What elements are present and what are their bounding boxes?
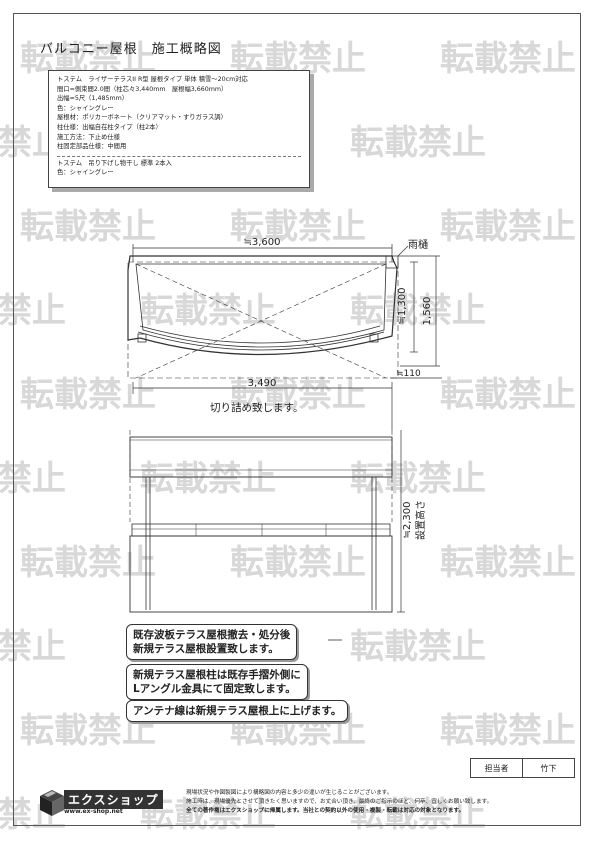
gutter-label: 雨樋 [408, 240, 428, 251]
balcony-wall [129, 535, 393, 613]
spec-line: 施工方法：下止め仕様 [57, 133, 120, 141]
post-marker-right [369, 333, 379, 343]
dim-post-height-label: 設置高さ [414, 500, 427, 540]
spec-line: トステム ライザーテラスII R型 屋根タイプ 単体 積雪～20cm対応 [57, 76, 248, 83]
roof-inner-outline [135, 263, 387, 348]
footer-line: 施工時は、現場優先とさせて頂きたく思いますので、お丈合い頂き、最終のご指示のほど… [186, 799, 493, 805]
post-marker-left [137, 333, 147, 343]
company-logo-icon [40, 790, 64, 816]
dim-front-height: ≒1,300 [397, 287, 408, 324]
cut-note: 切り詰め致します。 [210, 402, 304, 414]
staff-box: 担当者 竹下 [470, 758, 575, 778]
note-post-fixing: 新規テラス屋根柱は既存手摺外側に Lアングル金具にて固定致します。 [126, 664, 308, 700]
spec-list-main: トステム ライザーテラスII R型 屋根タイプ 単体 積雪～20cm対応間口=側… [57, 75, 301, 152]
company-name: エクスショップ [64, 790, 163, 809]
brace-line-2 [135, 263, 387, 379]
dim-width-top: ≒3,600 [243, 237, 280, 248]
dim-total-height: 1,560 [422, 297, 433, 326]
spec-line: 色：シャイングレー [57, 104, 114, 112]
spec-line: 柱仕様：出幅自在柱タイプ（柱2本） [57, 123, 162, 131]
note-line: アンテナ線は新規テラス屋根上に上げます。 [133, 705, 342, 717]
note-line: 新規テラス屋根柱は既存手摺外側に [133, 669, 301, 681]
balcony-outline [127, 261, 399, 379]
note-removal: 既存波板テラス屋根撤去・処分後 新規テラス屋根設置致します。 [126, 624, 298, 660]
spec-line: 間口=側束間2.0間（柱芯々3,440mm 屋根幅3,660mm） [57, 85, 228, 93]
note-antenna: アンテナ線は新規テラス屋根上に上げます。 [126, 700, 349, 722]
spec-line: 出幅=5尺（1,485mm） [57, 95, 129, 103]
footer-line: 現場状況や作図製図により構略図の内容と多少の違いが生じることがございます。 [186, 790, 393, 796]
gutter-marker [385, 255, 399, 269]
staff-name: 竹下 [540, 763, 557, 773]
note-line: 新規テラス屋根設置致します。 [133, 643, 279, 655]
footer-line: 全ての著作権はエクスショップに帰属します。当社との契約以外の使用・複製・転載は対… [186, 808, 465, 814]
spec-box: トステム ライザーテラスII R型 屋根タイプ 単体 積雪～20cm対応間口=側… [48, 70, 310, 188]
dim-width-bottom: 3,490 [248, 378, 277, 389]
dim-post-height: ≒2,300 [402, 501, 413, 538]
front-frame-curve [139, 325, 381, 344]
note-line: 既存波板テラス屋根撤去・処分後 [133, 629, 291, 641]
staff-label: 担当者 [471, 759, 523, 777]
handrail [131, 523, 391, 537]
spec-line: 屋根材：ポリカーボネート（クリアマット・すりガラス調） [57, 114, 227, 122]
spec-line: トステム 吊り下げし物干し 標準 2本入 [57, 159, 172, 167]
dim-gutter-offset: ≒110 [396, 369, 421, 379]
spec-list-accessory: トステム 吊り下げし物干し 標準 2本入色：シャイングレー [57, 159, 301, 178]
page-title: バルコニー屋根 施工概略図 [40, 42, 222, 57]
company-url: www.ex-shop.net [64, 808, 123, 815]
spec-line: 色：シャイングレー [57, 169, 114, 177]
note-line: Lアングル金具にて固定致します。 [133, 683, 296, 695]
elevation-roof-band [129, 436, 393, 478]
spec-separator [57, 155, 301, 157]
roof-outline [127, 255, 398, 356]
footer-notice: 現場状況や作図製図により構略図の内容と多少の違いが生じることがございます。 施工… [186, 789, 576, 816]
drawing-frame [13, 13, 581, 826]
spec-line: 柱固定部品仕様：中間用 [57, 143, 127, 151]
